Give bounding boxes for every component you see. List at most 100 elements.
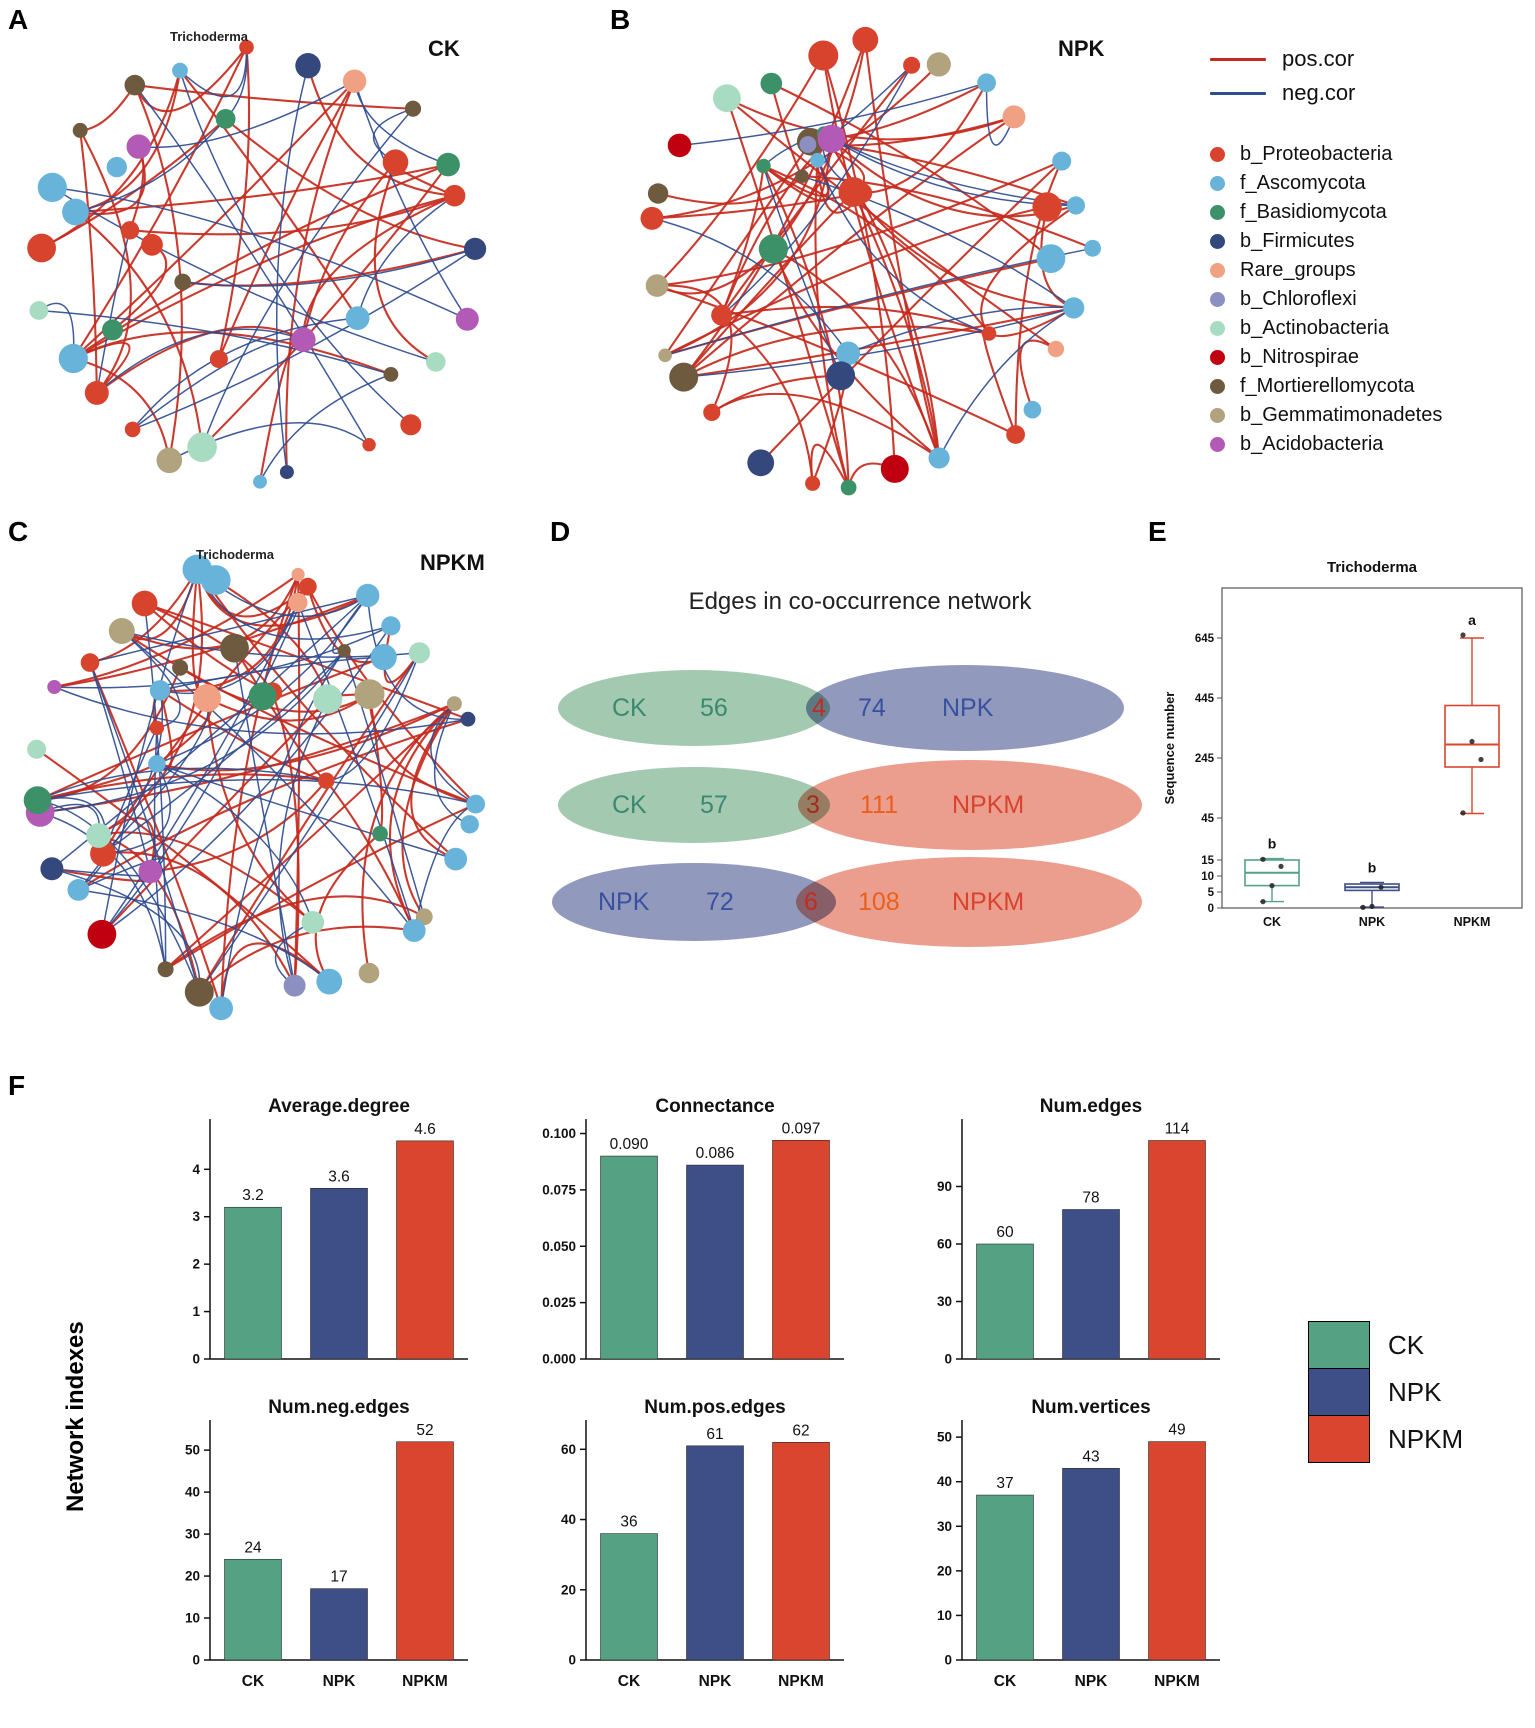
- svg-text:30: 30: [937, 1519, 952, 1534]
- svg-text:NPKM: NPKM: [778, 1673, 824, 1690]
- svg-text:Average.degree: Average.degree: [268, 1096, 410, 1117]
- svg-text:Num.pos.edges: Num.pos.edges: [644, 1397, 785, 1418]
- taxon-dot-icon: [1210, 408, 1225, 423]
- legend-item-chloroflexi: b_Chloroflexi: [1210, 285, 1442, 314]
- svg-text:60: 60: [937, 1237, 952, 1252]
- svg-text:61: 61: [706, 1426, 723, 1443]
- edge-legend: pos.cor neg.cor: [1210, 42, 1355, 110]
- svg-text:0: 0: [1208, 903, 1214, 915]
- trichoderma-annotation-a: Trichoderma: [170, 29, 249, 44]
- svg-text:4.6: 4.6: [414, 1121, 436, 1138]
- svg-text:3.2: 3.2: [242, 1187, 264, 1204]
- svg-text:0.100: 0.100: [542, 1126, 576, 1141]
- legend-item-basidiomycota: f_Basidiomycota: [1210, 198, 1442, 227]
- svg-text:10: 10: [185, 1611, 200, 1626]
- svg-text:30: 30: [185, 1527, 200, 1542]
- svg-text:4: 4: [192, 1162, 200, 1177]
- svg-text:245: 245: [1195, 753, 1215, 765]
- svg-text:20: 20: [937, 1563, 952, 1578]
- venn-right-label: NPKM: [952, 888, 1025, 916]
- treatment-legend: CK NPK NPKM: [1308, 1321, 1463, 1463]
- legend-item-rare-groups: Rare_groups: [1210, 256, 1442, 285]
- svg-text:2: 2: [192, 1257, 200, 1272]
- legend-item-proteobacteria: b_Proteobacteria: [1210, 140, 1442, 169]
- panel-label-d: D: [550, 516, 571, 547]
- taxon-label: f_Basidiomycota: [1240, 201, 1387, 223]
- ck-swatch-icon: [1308, 1321, 1370, 1369]
- panel-label-b: B: [610, 4, 631, 35]
- taxon-label: b_Gemmatimonadetes: [1240, 404, 1443, 426]
- svg-text:37: 37: [996, 1475, 1013, 1492]
- venn-left-label: CK: [612, 791, 647, 819]
- taxon-dot-icon: [1210, 205, 1225, 220]
- svg-text:20: 20: [561, 1582, 576, 1597]
- npk-swatch-icon: [1308, 1368, 1370, 1416]
- venn-ellipse-npkm-2: [798, 760, 1142, 850]
- svg-text:NPK: NPK: [699, 1673, 733, 1690]
- svg-text:36: 36: [620, 1514, 637, 1531]
- svg-text:Num.vertices: Num.vertices: [1031, 1397, 1150, 1418]
- svg-text:CK: CK: [618, 1673, 641, 1690]
- venn-right-value: 108: [858, 888, 900, 916]
- svg-text:20: 20: [185, 1569, 200, 1584]
- neg-cor-label: neg.cor: [1282, 80, 1356, 105]
- svg-text:CK: CK: [242, 1673, 265, 1690]
- svg-text:0: 0: [192, 1352, 200, 1367]
- legend-item-nitrospirae: b_Nitrospirae: [1210, 343, 1442, 372]
- svg-text:NPK: NPK: [1075, 1673, 1109, 1690]
- taxon-dot-icon: [1210, 263, 1225, 278]
- venn-left-value: 57: [700, 791, 728, 819]
- taxon-label: b_Chloroflexi: [1240, 288, 1357, 310]
- svg-text:0.090: 0.090: [610, 1136, 649, 1153]
- svg-text:62: 62: [792, 1422, 809, 1439]
- npkm-swatch-icon: [1308, 1415, 1370, 1463]
- svg-text:NPKM: NPKM: [1454, 915, 1491, 929]
- svg-text:78: 78: [1082, 1190, 1099, 1207]
- taxon-label: b_Nitrospirae: [1240, 346, 1359, 368]
- taxon-dot-icon: [1210, 350, 1225, 365]
- svg-text:Num.edges: Num.edges: [1040, 1096, 1142, 1117]
- taxon-dot-icon: [1210, 292, 1225, 307]
- svg-text:NPK: NPK: [323, 1673, 357, 1690]
- bar-chart-connectance: Connectance0.0000.0250.0500.0750.1000.09…: [542, 1096, 844, 1367]
- svg-text:Num.neg.edges: Num.neg.edges: [268, 1397, 409, 1418]
- legend-item-mortierellomycota: f_Mortierellomycota: [1210, 372, 1442, 401]
- network-title-npkm: NPKM: [420, 550, 485, 575]
- svg-text:49: 49: [1168, 1422, 1185, 1439]
- svg-text:NPKM: NPKM: [402, 1673, 448, 1690]
- pos-cor-line-icon: [1210, 57, 1266, 61]
- svg-text:50: 50: [937, 1430, 952, 1445]
- svg-text:24: 24: [244, 1539, 262, 1556]
- venn-right-label: NPK: [942, 694, 994, 722]
- svg-text:0.000: 0.000: [542, 1352, 576, 1367]
- svg-text:43: 43: [1082, 1448, 1099, 1465]
- legend-row-ck: CK: [1308, 1321, 1463, 1369]
- svg-text:15: 15: [1201, 855, 1214, 867]
- venn-right-value: 74: [858, 694, 886, 722]
- svg-text:CK: CK: [994, 1673, 1017, 1690]
- venn-left-label: NPK: [598, 888, 650, 916]
- legend-item-acidobacteria: b_Acidobacteria: [1210, 430, 1442, 459]
- svg-text:0: 0: [944, 1352, 952, 1367]
- network-title-ck: CK: [428, 36, 460, 61]
- npk-legend-label: NPK: [1388, 1377, 1442, 1407]
- legend-item-ascomycota: f_Ascomycota: [1210, 169, 1442, 198]
- taxon-label: b_Actinobacteria: [1240, 317, 1389, 339]
- legend-item-gemmatimonadetes: b_Gemmatimonadetes: [1210, 401, 1442, 430]
- svg-text:0: 0: [568, 1653, 576, 1668]
- venn-right-label: NPKM: [952, 791, 1025, 819]
- taxon-label: f_Ascomycota: [1240, 172, 1366, 194]
- venn-ellipse-ck-1: [558, 670, 830, 746]
- venn-title: Edges in co-occurrence network: [688, 588, 1032, 615]
- svg-text:445: 445: [1195, 693, 1215, 705]
- panel-label-e: E: [1148, 516, 1167, 547]
- svg-text:CK: CK: [1263, 915, 1281, 929]
- svg-text:0.086: 0.086: [696, 1145, 735, 1162]
- taxon-dot-icon: [1210, 321, 1225, 336]
- svg-text:0.025: 0.025: [542, 1295, 576, 1310]
